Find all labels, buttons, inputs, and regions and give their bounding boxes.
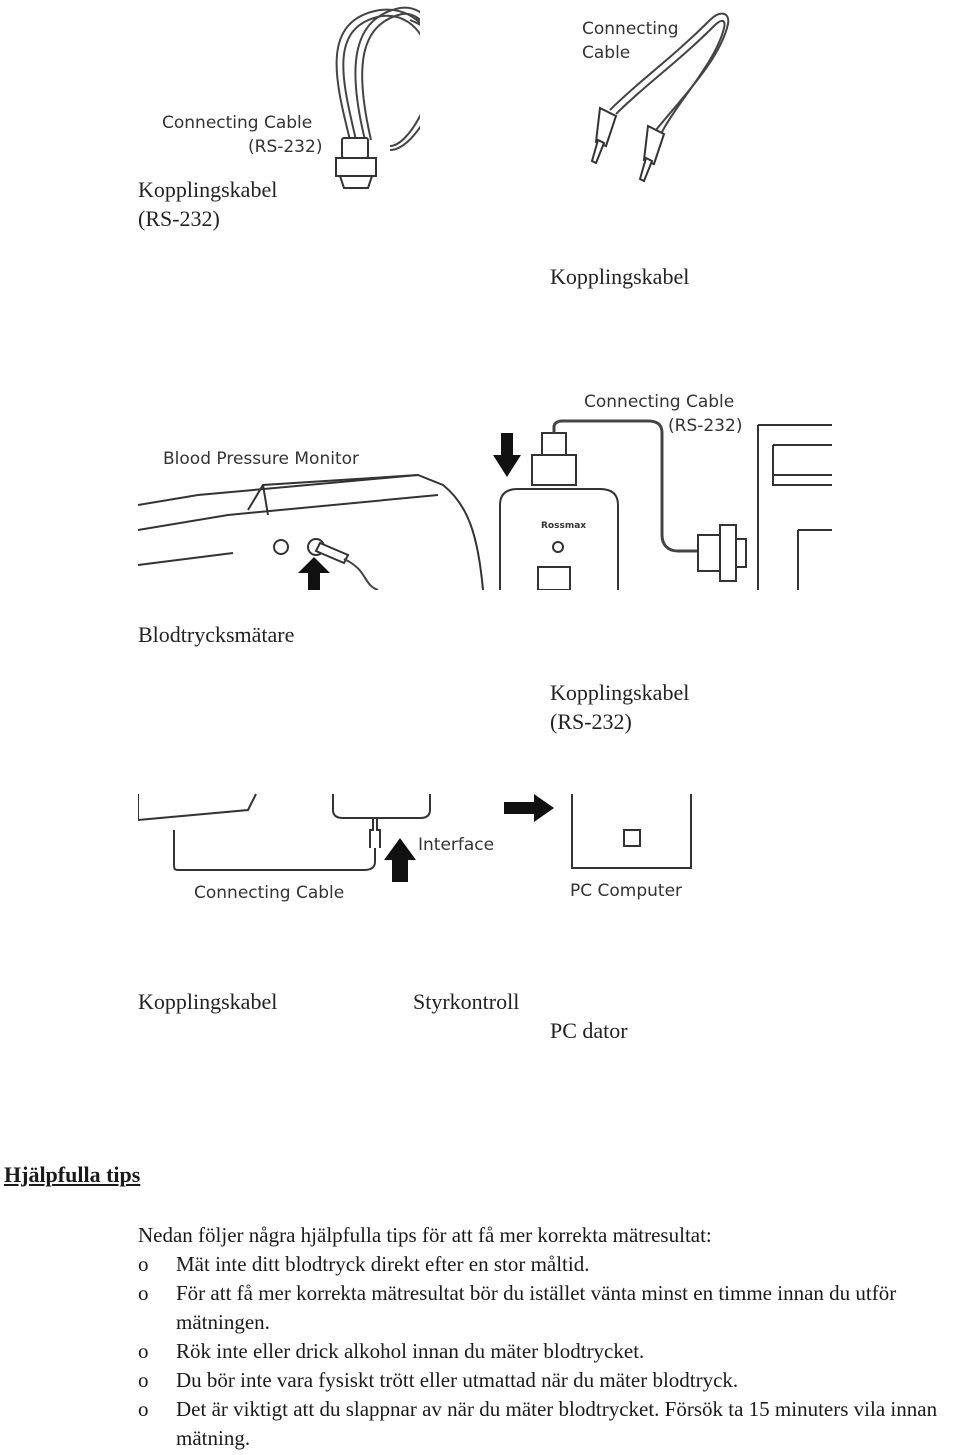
bullet-marker: o	[138, 1339, 149, 1363]
bullet-marker: o	[138, 1368, 149, 1392]
monitor-connection-illustration: Rossmax Blood Pressure Monitor Connectin…	[138, 392, 832, 590]
tip-item: o Mät inte ditt blodtryck direkt efter e…	[138, 1250, 958, 1279]
interface-brand-label: Rossmax	[541, 521, 586, 531]
figure-label-pc-computer: PC Computer	[570, 881, 682, 901]
caption-blood-pressure-monitor: Blodtrycksmätare	[138, 622, 295, 647]
tip-item: o Du bör inte vara fysiskt trött eller u…	[138, 1366, 958, 1395]
caption-pc: PC dator	[550, 1018, 628, 1043]
figure-label-middle-cable: Connecting Cable(RS-232)	[584, 392, 742, 436]
tip-text: Mät inte ditt blodtryck direkt efter en …	[176, 1252, 590, 1276]
interface-pc-illustration: Interface Connecting Cable PC Computer	[138, 793, 692, 903]
caption-rs232-cable-2: Kopplingskabel (RS-232)	[550, 680, 690, 734]
bullet-marker: o	[138, 1397, 149, 1421]
caption-connecting-cable-2: Kopplingskabel	[138, 989, 278, 1014]
figure-label-monitor: Blood Pressure Monitor	[163, 449, 359, 469]
figure-label-rs232: Connecting Cable(RS-232)	[162, 113, 322, 157]
figure-label-interface: Interface	[418, 835, 494, 855]
tip-item: o Det är viktigt att du slappnar av när …	[138, 1395, 958, 1453]
tip-text: Det är viktigt att du slappnar av när du…	[176, 1397, 938, 1450]
tips-heading: Hjälpfulla tips	[4, 1162, 141, 1187]
tip-text: Rök inte eller drick alkohol innan du mä…	[176, 1339, 645, 1363]
tip-item: o För att få mer korrekta mätresultat bö…	[138, 1279, 958, 1337]
rs232-cable-illustration: Connecting Cable(RS-232)	[162, 6, 420, 189]
caption-rs232-cable: Kopplingskabel (RS-232)	[138, 177, 278, 231]
figure-label-bottom-cable: Connecting Cable	[194, 883, 344, 903]
caption-control-unit: Styrkontroll	[413, 989, 520, 1014]
caption-connecting-cable: Kopplingskabel	[550, 264, 690, 289]
tip-text: För att få mer korrekta mätresultat bör …	[176, 1281, 897, 1334]
tip-text: Du bör inte vara fysiskt trött eller utm…	[176, 1368, 739, 1392]
bullet-marker: o	[138, 1252, 149, 1276]
tips-intro: Nedan följer några hjälpfulla tips för a…	[138, 1223, 712, 1247]
bullet-marker: o	[138, 1281, 149, 1305]
tip-item: o Rök inte eller drick alkohol innan du …	[138, 1337, 958, 1366]
